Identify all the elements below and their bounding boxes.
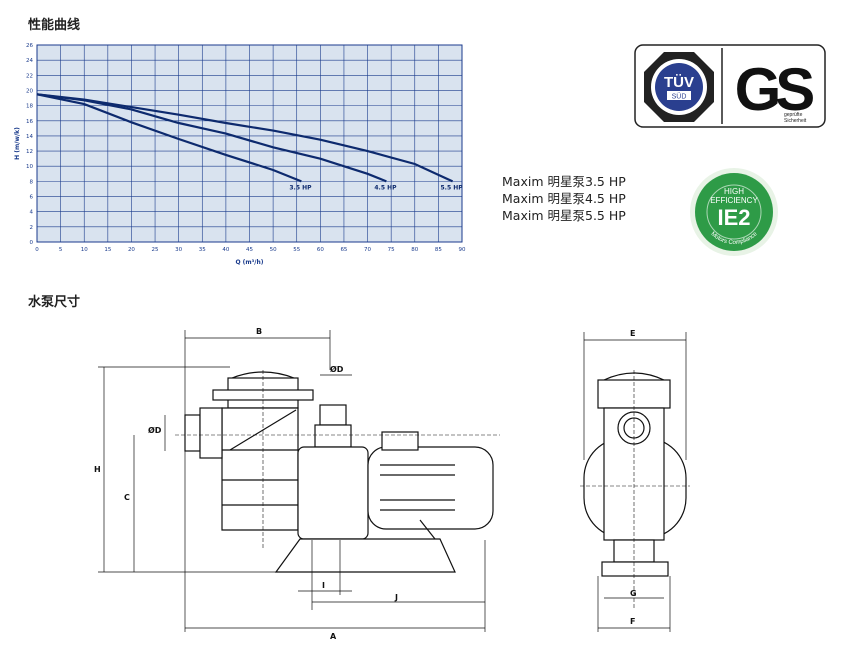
dim-h: H — [94, 465, 101, 474]
dim-d-top: ØD — [330, 364, 344, 374]
dim-b: B — [256, 327, 262, 336]
dim-a: A — [330, 632, 337, 641]
ie2-big: IE2 — [717, 205, 750, 230]
model-item: Maxim 明星泵3.5 HP — [502, 174, 626, 189]
x-tick-label: 40 — [222, 247, 229, 253]
y-tick-label: 0 — [30, 240, 34, 246]
model-item: Maxim 明星泵4.5 HP — [502, 191, 626, 206]
y-tick-label: 16 — [26, 119, 33, 125]
y-tick-label: 14 — [26, 134, 33, 140]
y-tick-label: 22 — [26, 73, 33, 79]
tuv-sub-box — [667, 91, 691, 100]
series-line — [36, 93, 302, 183]
dim-i: I — [322, 581, 325, 590]
x-axis-label: Q (m³/h) — [235, 259, 263, 266]
ie2-top-1: HIGH — [724, 187, 744, 196]
y-tick-label: 12 — [26, 149, 33, 155]
y-axis-label: H (m/w/k) — [14, 127, 21, 160]
ie2-inner-ring — [706, 184, 762, 240]
ie2-disc — [695, 173, 773, 251]
x-tick-label: 90 — [459, 247, 466, 253]
x-tick-label: 55 — [293, 247, 300, 253]
outlet-union — [314, 424, 352, 448]
dimension-heading: 水泵尺寸 — [28, 295, 81, 310]
gs-small-2: Sicherheit — [784, 118, 807, 124]
pump-dimension-drawing: B H C A J I ØD ØD E G F — [94, 327, 690, 641]
x-tick-label: 80 — [411, 247, 418, 253]
strainer-body — [221, 407, 299, 531]
inlet-pipe — [184, 414, 201, 452]
front-foot — [601, 561, 669, 577]
x-tick-label: 65 — [340, 247, 347, 253]
gs-text: GS — [735, 56, 814, 123]
y-tick-label: 8 — [30, 179, 34, 185]
series-label: 5.5 HP — [440, 184, 463, 191]
pump-volute — [297, 446, 369, 540]
y-tick-label: 24 — [26, 58, 33, 64]
inlet-union — [199, 407, 223, 459]
x-tick-label: 0 — [35, 247, 39, 253]
tuv-gs-logo: TÜV SÜD GS geprüfte Sicherheit — [634, 44, 826, 128]
x-tick-label: 15 — [104, 247, 111, 253]
curve-heading: 性能曲线 — [28, 18, 81, 33]
x-tick-label: 45 — [246, 247, 253, 253]
y-tick-label: 2 — [30, 225, 34, 231]
dim-d-side: ØD — [148, 425, 162, 435]
y-tick-label: 26 — [26, 43, 33, 49]
tuv-text: TÜV — [664, 74, 694, 91]
series-label: 3.5 HP — [289, 184, 312, 191]
dim-c: C — [124, 493, 130, 502]
x-tick-label: 10 — [81, 247, 88, 253]
chart-series: 3.5 HP 4.5 HP 5.5 HP — [36, 93, 463, 191]
series-label: 4.5 HP — [374, 184, 397, 191]
terminal-box — [381, 431, 419, 451]
x-tick-label: 70 — [364, 247, 371, 253]
x-tick-label: 20 — [128, 247, 135, 253]
x-tick-label: 25 — [152, 247, 159, 253]
x-tick-label: 50 — [270, 247, 277, 253]
dim-e: E — [630, 329, 635, 338]
ie2-top-2: EFFICIENCY — [710, 196, 758, 205]
x-tick-label: 30 — [175, 247, 182, 253]
tuv-sub-text: SÜD — [672, 93, 687, 101]
y-tick-label: 10 — [26, 164, 33, 170]
x-tick-label: 85 — [435, 247, 442, 253]
series-line — [36, 93, 454, 183]
dim-g: G — [630, 589, 637, 598]
x-tick-label: 75 — [388, 247, 395, 253]
outlet-pipe — [319, 404, 347, 426]
x-tick-label: 60 — [317, 247, 324, 253]
y-tick-label: 20 — [26, 88, 33, 94]
dim-j: J — [394, 593, 398, 602]
ie2-logo: HIGH EFFICIENCY IE2 Motors Compliance — [690, 168, 778, 256]
y-tick-label: 4 — [30, 210, 34, 216]
model-list: Maxim 明星泵3.5 HP Maxim 明星泵4.5 HP Maxim 明星… — [502, 173, 626, 224]
base-support — [419, 519, 436, 540]
model-item: Maxim 明星泵5.5 HP — [502, 208, 626, 223]
series-line — [36, 93, 387, 183]
x-tick-label: 35 — [199, 247, 206, 253]
y-tick-label: 18 — [26, 104, 33, 110]
x-tick-label: 5 — [59, 247, 63, 253]
gs-small-1: geprüfte — [784, 112, 803, 118]
pump-base — [274, 538, 456, 573]
y-tick-label: 6 — [30, 195, 34, 201]
dim-f: F — [630, 617, 635, 626]
chart-grid — [36, 44, 463, 243]
motor-body — [367, 446, 494, 530]
